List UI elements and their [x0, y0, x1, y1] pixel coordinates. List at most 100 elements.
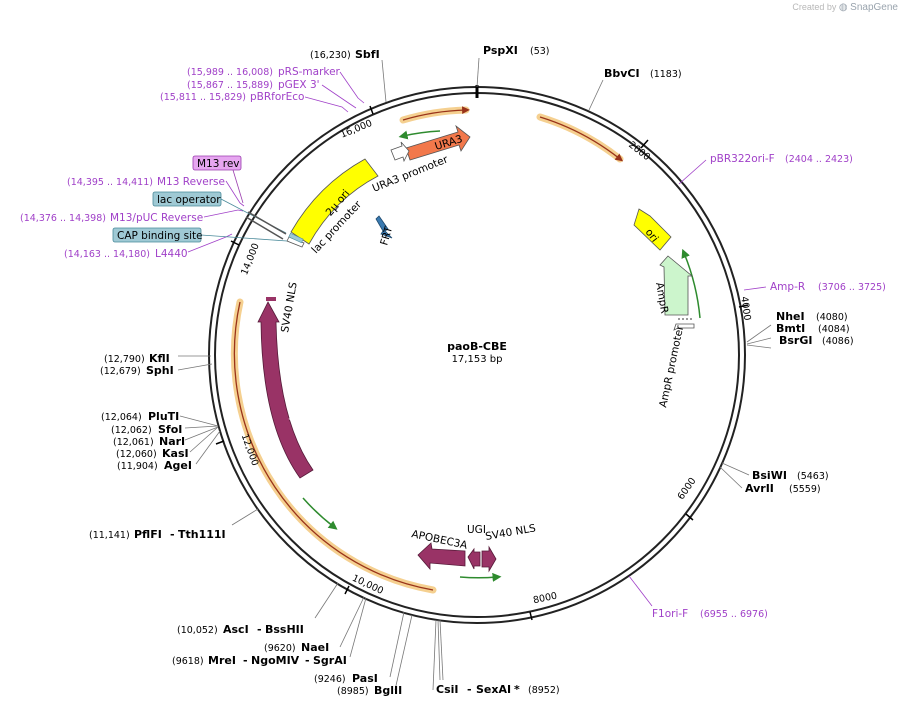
- primer-pos: (2404 .. 2423): [785, 154, 853, 165]
- green-arrow-ura3: [398, 130, 441, 140]
- boxed-feature-lac-operator[interactable]: lac operator: [152, 191, 222, 207]
- feature-sv40-nls-bottom[interactable]: [481, 545, 497, 573]
- primer-name[interactable]: F1ori-F: [652, 608, 688, 620]
- site-pos: (9246): [314, 674, 346, 685]
- site-name[interactable]: KflI: [149, 352, 170, 365]
- feature-label-apobec3a: APOBEC3A: [410, 528, 469, 552]
- site-pos: (4080): [816, 312, 848, 323]
- orf-arrow-ura3: [402, 106, 470, 121]
- site-name[interactable]: SfoI: [158, 423, 182, 436]
- site-name[interactable]: NgoMIV: [251, 654, 300, 667]
- primer-name[interactable]: pBR322ori-F: [710, 153, 775, 165]
- feature-frt[interactable]: [375, 215, 393, 239]
- primer-pos: (14,395 .. 14,411): [67, 177, 153, 188]
- site-name[interactable]: Tth111I: [178, 528, 226, 541]
- feature-ura3[interactable]: [405, 124, 471, 161]
- site-name[interactable]: PasI: [352, 672, 378, 685]
- feature-apobec3a[interactable]: [417, 542, 466, 571]
- site-name[interactable]: BbvCI: [604, 67, 640, 80]
- site-dash-csii: -: [467, 683, 472, 696]
- tick-label: 8000: [532, 591, 558, 607]
- site-pos: (12,790): [104, 354, 145, 365]
- boxed-feature-m13-rev[interactable]: M13 rev: [192, 155, 242, 171]
- feature-ugi[interactable]: [467, 547, 481, 570]
- snapgene-logo-icon: ◍: [838, 2, 848, 13]
- credit-prefix: Created by: [792, 2, 837, 12]
- tick-label: 2000: [626, 140, 652, 164]
- primer-name[interactable]: Amp-R: [770, 281, 805, 293]
- feature-ampr-promoter[interactable]: [673, 323, 695, 331]
- site-pos: (9618): [172, 656, 204, 667]
- site-name[interactable]: BsrGI: [779, 334, 812, 347]
- primer-name[interactable]: pBRforEco: [250, 91, 304, 103]
- site-name[interactable]: NheI: [776, 310, 805, 323]
- site-pos: (11,904): [117, 461, 158, 472]
- site-name[interactable]: BmtI: [776, 322, 805, 335]
- site-name[interactable]: AscI: [223, 623, 249, 636]
- boxed-feature-cap-binding-site[interactable]: CAP binding site: [112, 227, 203, 243]
- site-name[interactable]: BsiWI: [752, 469, 787, 482]
- site-name[interactable]: PspXI: [483, 44, 518, 57]
- primer-pos: (15,811 .. 15,829): [160, 92, 246, 103]
- orf-arrow-top: [539, 116, 624, 162]
- primer-pos: (6955 .. 6976): [700, 609, 768, 620]
- site-name[interactable]: NaeI: [301, 641, 329, 654]
- site-pos: (12,062): [111, 425, 152, 436]
- m13-rev-leader: [232, 169, 244, 204]
- feature-ampr[interactable]: [659, 255, 694, 320]
- feature-ura3-promoter[interactable]: [390, 141, 410, 163]
- site-name[interactable]: SexAI: [476, 683, 511, 696]
- site-pos: (5559): [789, 484, 821, 495]
- orf-line-left: [233, 301, 434, 591]
- orf-highlight-top: [536, 113, 624, 163]
- boxed-feature-label: CAP binding site: [117, 230, 203, 242]
- feature-ori[interactable]: [633, 208, 672, 251]
- credit-brand: SnapGene: [850, 2, 898, 13]
- boxed-feature-label: lac operator: [157, 194, 221, 206]
- feature-2mu-ori[interactable]: [290, 158, 379, 245]
- site-dash-asci: -: [257, 623, 262, 636]
- site-dash-ngomiv: -: [305, 654, 310, 667]
- site-name[interactable]: NarI: [159, 435, 185, 448]
- boxed-feature-label: M13 rev: [197, 158, 240, 170]
- feature-label-sv40-nls-left: SV40 NLS: [279, 281, 300, 334]
- primer-name[interactable]: pRS-marker: [278, 66, 341, 78]
- orf-highlight-ura3: [399, 106, 470, 124]
- site-name[interactable]: KasI: [162, 447, 189, 460]
- site-name[interactable]: SgrAI: [313, 654, 347, 667]
- feature-cas9c[interactable]: [257, 301, 314, 479]
- feature-label-frt: FRT: [378, 225, 395, 247]
- site-pos: (5463): [797, 471, 829, 482]
- site-name[interactable]: AgeI: [164, 459, 192, 472]
- site-name[interactable]: CsiI: [436, 683, 458, 696]
- site-name[interactable]: AvrII: [745, 482, 774, 495]
- site-dash-pflfi: -: [170, 528, 175, 541]
- site-name[interactable]: PflFI: [134, 528, 162, 541]
- green-arrow-right: [681, 248, 701, 319]
- site-name[interactable]: BssHII: [265, 623, 304, 636]
- site-pos: (12,061): [113, 437, 154, 448]
- plasmid-size: 17,153 bp: [452, 354, 503, 365]
- site-pos: (12,060): [116, 449, 157, 460]
- site-name[interactable]: BglII: [374, 684, 402, 697]
- feature-sv40-nls-left[interactable]: [266, 297, 276, 301]
- primer-name[interactable]: M13 Reverse: [157, 176, 225, 188]
- site-name[interactable]: PluTI: [148, 410, 179, 423]
- site-dash-mrei: -: [243, 654, 248, 667]
- feature-label-cas9c: Cas9(C): [282, 379, 300, 422]
- primer-name[interactable]: M13/pUC Reverse: [110, 212, 203, 224]
- primer-name[interactable]: L4440: [155, 248, 188, 260]
- site-pos: (8952): [528, 685, 560, 696]
- site-pos: (4084): [818, 324, 850, 335]
- site-marker: *: [514, 683, 520, 696]
- lac-small-features: [245, 211, 304, 244]
- site-name[interactable]: SphI: [146, 364, 174, 377]
- tick-label: 4000: [738, 296, 752, 321]
- site-pos: (11,141): [89, 530, 130, 541]
- site-name[interactable]: SbfI: [355, 48, 380, 61]
- site-pos: (12,064): [101, 412, 142, 423]
- site-name[interactable]: MreI: [208, 654, 236, 667]
- primer-name[interactable]: pGEX 3': [278, 79, 320, 91]
- feature-label-ampr: AmpR: [653, 281, 670, 314]
